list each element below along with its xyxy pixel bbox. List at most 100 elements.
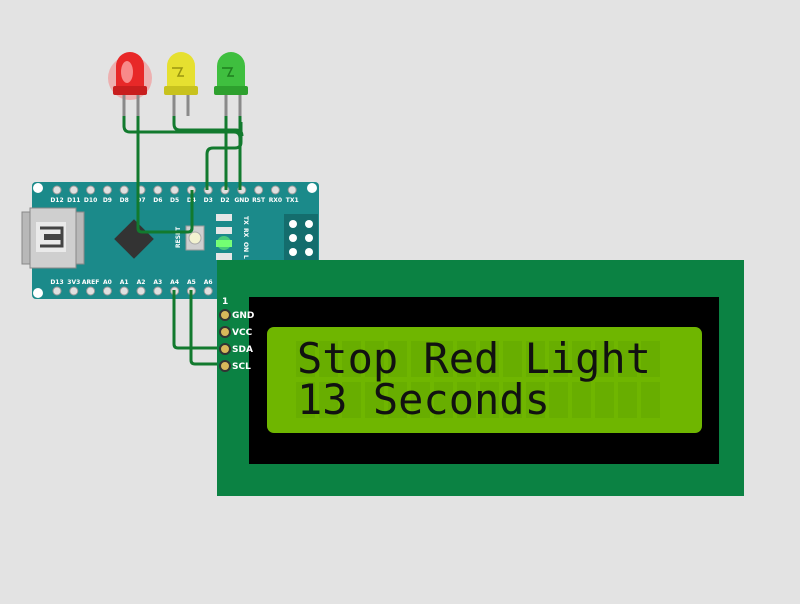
lcd-cell bbox=[618, 341, 637, 377]
onboard-led-label-rx: RX bbox=[242, 228, 249, 238]
reset-label: RESET bbox=[175, 226, 182, 248]
pin-label-aref: AREF bbox=[82, 279, 99, 286]
pin-label-a2: A2 bbox=[137, 279, 146, 286]
onboard-led-label-on: ON bbox=[242, 242, 249, 252]
pin-label-3v3: 3V3 bbox=[67, 279, 80, 286]
lcd-pin-header[interactable]: GND VCC SDA SCL bbox=[219, 309, 254, 372]
lcd-cell bbox=[549, 382, 568, 418]
lcd-cell bbox=[572, 382, 591, 418]
lcd-cell bbox=[411, 382, 430, 418]
lcd-pin-vcc[interactable] bbox=[219, 326, 231, 338]
pin-hole-d6[interactable] bbox=[153, 185, 163, 195]
lcd-cell bbox=[434, 341, 453, 377]
lcd-pin-label-vcc: VCC bbox=[232, 328, 253, 338]
microcontroller-chip bbox=[114, 219, 154, 259]
lcd-cell bbox=[480, 382, 499, 418]
onboard-leds: TX RX ON L bbox=[216, 214, 249, 260]
lcd-pin-gnd[interactable] bbox=[219, 309, 231, 321]
pin-hole-3v3[interactable] bbox=[69, 286, 79, 296]
lcd-cell bbox=[457, 341, 476, 377]
pin-label-a3: A3 bbox=[153, 279, 162, 286]
pin-label-d13: D13 bbox=[50, 279, 63, 286]
pin-label-d3: D3 bbox=[204, 197, 213, 204]
pin-hole-a3[interactable] bbox=[153, 286, 163, 296]
pin-hole-rst[interactable] bbox=[254, 185, 264, 195]
pin-label-a6: A6 bbox=[204, 279, 213, 286]
pin-hole-d11[interactable] bbox=[69, 185, 79, 195]
pin-label-d10: D10 bbox=[84, 197, 97, 204]
reset-button[interactable] bbox=[185, 225, 205, 251]
lcd-cell bbox=[365, 382, 384, 418]
lcd-cell bbox=[457, 382, 476, 418]
lcd-cell bbox=[641, 341, 660, 377]
pin-hole-d8[interactable] bbox=[119, 185, 129, 195]
pin-hole-a1[interactable] bbox=[119, 286, 129, 296]
wires[interactable] bbox=[122, 116, 244, 366]
pin-label-rst: RST bbox=[252, 197, 266, 204]
pin-hole-a2[interactable] bbox=[136, 286, 146, 296]
pin-label-d12: D12 bbox=[50, 197, 63, 204]
lcd-pin-label-scl: SCL bbox=[232, 362, 251, 372]
pin-label-d11: D11 bbox=[67, 197, 80, 204]
lcd-pin-label-sda: SDA bbox=[232, 345, 253, 355]
pin-label-d2: D2 bbox=[220, 197, 229, 204]
green-led[interactable] bbox=[214, 52, 248, 116]
pin-label-gnd: GND bbox=[234, 197, 249, 204]
pin-label-d8: D8 bbox=[120, 197, 129, 204]
lcd-line-1: Stop Red Light bbox=[297, 334, 651, 383]
wire-red-signal bbox=[136, 116, 194, 234]
lcd-cell bbox=[388, 382, 407, 418]
lcd-cell bbox=[434, 382, 453, 418]
pin-label-d7: D7 bbox=[136, 197, 145, 204]
lcd-cell bbox=[342, 382, 361, 418]
pin-hole-d13[interactable] bbox=[52, 286, 62, 296]
pin-label-tx1: TX1 bbox=[286, 197, 299, 204]
pin-label-a5: A5 bbox=[187, 279, 196, 286]
lcd-cell bbox=[411, 341, 430, 377]
pin-hole-a6[interactable] bbox=[203, 286, 213, 296]
pin-hole-aref[interactable] bbox=[86, 286, 96, 296]
pin-label-a1: A1 bbox=[120, 279, 129, 286]
lcd-cell bbox=[319, 341, 338, 377]
lcd-character-grid bbox=[296, 341, 660, 418]
pin-label-d9: D9 bbox=[103, 197, 112, 204]
lcd-pin-index: 1 bbox=[222, 297, 228, 307]
pin-label-d6: D6 bbox=[153, 197, 162, 204]
lcd-cell bbox=[503, 382, 522, 418]
wire-scl bbox=[189, 290, 225, 366]
pin-hole-d10[interactable] bbox=[86, 185, 96, 195]
pin-hole-d5[interactable] bbox=[170, 185, 180, 195]
wire-d3 bbox=[205, 122, 243, 190]
pin-label-a0: A0 bbox=[103, 279, 112, 286]
lcd-pin-scl[interactable] bbox=[219, 360, 231, 372]
lcd-pin-label-gnd: GND bbox=[232, 311, 254, 321]
lcd-cell bbox=[503, 341, 522, 377]
pin-hole-a0[interactable] bbox=[102, 286, 112, 296]
lcd-cell bbox=[388, 341, 407, 377]
lcd-cell bbox=[572, 341, 591, 377]
yellow-led[interactable] bbox=[164, 52, 198, 116]
lcd-cell bbox=[480, 341, 499, 377]
lcd-cell bbox=[319, 382, 338, 418]
lcd-line-2: 13 Seconds bbox=[297, 375, 550, 424]
red-led[interactable] bbox=[108, 52, 152, 116]
lcd-pin-sda[interactable] bbox=[219, 343, 231, 355]
lcd-cell bbox=[296, 382, 315, 418]
pin-hole-tx1[interactable] bbox=[287, 185, 297, 195]
pin-hole-rx0[interactable] bbox=[270, 185, 280, 195]
lcd-cell bbox=[296, 341, 315, 377]
lcd-module[interactable]: Stop Red Light 13 Seconds 1 GND VCC SDA SCL bbox=[217, 260, 744, 496]
lcd-cell bbox=[618, 382, 637, 418]
pin-hole-d9[interactable] bbox=[102, 185, 112, 195]
lcd-cell bbox=[365, 341, 384, 377]
pin-label-d5: D5 bbox=[170, 197, 179, 204]
lcd-cell bbox=[595, 382, 614, 418]
lcd-cell bbox=[342, 341, 361, 377]
pin-hole-d12[interactable] bbox=[52, 185, 62, 195]
pin-label-rx0: RX0 bbox=[269, 197, 282, 204]
lcd-cell bbox=[549, 341, 568, 377]
